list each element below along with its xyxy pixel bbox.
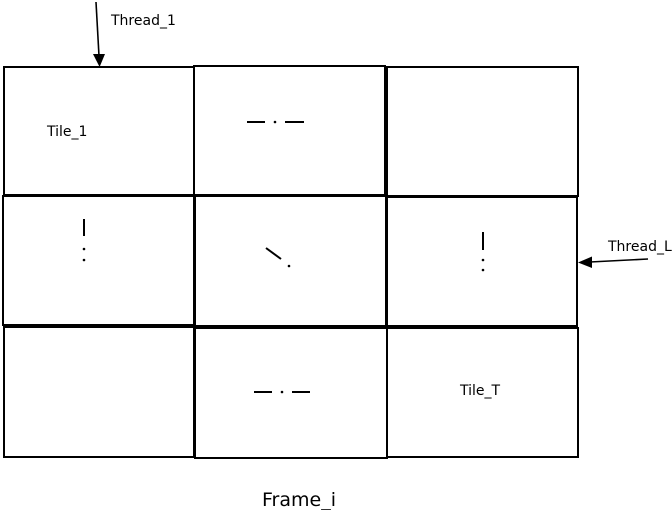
vertical-ellipsis-right [481, 232, 485, 272]
diagonal-ellipsis-center [265, 247, 291, 268]
horizontal-ellipsis-bottom [254, 390, 310, 394]
tile-first-label: Tile_1 [46, 124, 87, 140]
ellipsis-marks [82, 120, 485, 394]
tile-r3-c2 [194, 327, 388, 459]
tile-r1-c1 [3, 66, 195, 196]
arrow-left-icon [578, 256, 592, 268]
tile-grid [2, 65, 579, 459]
tile-r1-c3 [386, 66, 579, 197]
tile-last-label: Tile_T [459, 383, 501, 399]
horizontal-ellipsis-top [247, 120, 304, 124]
tile-r2-c2 [194, 195, 387, 327]
tile-r2-c3 [386, 196, 578, 327]
thread-first-label: Thread_1 [110, 13, 176, 29]
thread-first-arrow [93, 1, 105, 67]
arrow-down-icon [93, 54, 105, 67]
thread-last-label: Thread_L [607, 239, 672, 255]
frame-caption: Frame_i [262, 489, 336, 510]
thread-last-arrow [578, 256, 649, 268]
vertical-ellipsis-left [82, 219, 86, 262]
tile-r1-c2 [193, 65, 386, 196]
tile-r2-c1 [2, 195, 195, 326]
tile-r3-c3 [386, 327, 579, 458]
tile-r3-c1 [3, 326, 195, 458]
